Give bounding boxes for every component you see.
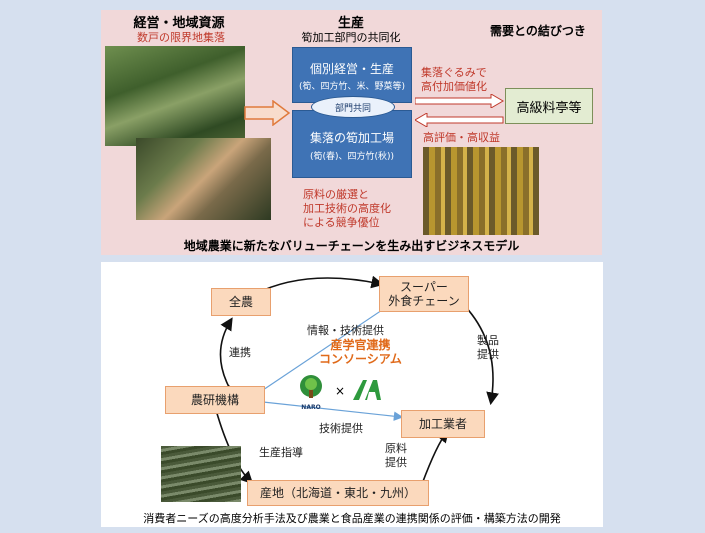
individual-management-box: 個別経営・生産 (筍、四方竹、米、野菜等) <box>292 47 412 103</box>
bottom-caption: 消費者ニーズの高度分析手法及び農業と食品産業の連携関係の評価・構築方法の開発 <box>143 512 561 525</box>
processing-plant-title: 集落の筍加工場 <box>309 131 394 145</box>
label-info-tech: 情報・技術提供 <box>307 324 384 337</box>
value-add-line2: 高付加価値化 <box>421 80 487 93</box>
arrow-left-icon <box>415 113 504 127</box>
top-caption: 地域農業に新たなバリューチェーンを生み出すビジネスモデル <box>183 239 520 253</box>
label-raw-line2: 提供 <box>385 456 407 469</box>
processing-plant-sub: (筍(春)、四方竹(秋)) <box>309 152 395 162</box>
competitive-line1: 原料の厳選と <box>303 188 369 201</box>
center-subtitle: 筍加工部門の共同化 <box>301 31 401 44</box>
consortium-label: 産学官連携 コンソーシアム <box>319 338 402 366</box>
node-naro: 農研機構 <box>165 386 265 414</box>
joint-ellipse: 部門共同 <box>311 96 395 118</box>
naro-logo-text: NARO <box>301 404 321 411</box>
value-add-line1: 集落ぐるみで <box>421 66 487 79</box>
high-class-restaurant-box: 高級料亭等 <box>505 88 593 124</box>
naro-logo: NARO <box>297 374 325 411</box>
label-raw-line1: 原料 <box>385 442 407 455</box>
label-product: 製品 提供 <box>477 334 499 362</box>
left-title: 経営・地域資源 <box>133 16 225 31</box>
node-supermarket: スーパー 外食チェーン <box>379 276 469 312</box>
ja-logo-icon <box>353 380 381 400</box>
label-product-line2: 提供 <box>477 348 499 361</box>
business-model-panel: 経営・地域資源 数戸の限界地集落 生産 筍加工部門の共同化 需要との結びつき 個… <box>101 10 602 255</box>
arrow-right-icon <box>415 94 504 108</box>
processing-photo <box>423 147 539 235</box>
left-subtitle: 数戸の限界地集落 <box>137 31 225 44</box>
consortium-panel: 全農 スーパー 外食チェーン 農研機構 加工業者 産地（北海道・東北・九州） 情… <box>101 262 603 527</box>
processing-plant-box: 集落の筍加工場 (筍(春)、四方竹(秋)) <box>292 110 412 178</box>
times-symbol: × <box>335 384 346 398</box>
label-production-guidance: 生産指導 <box>259 446 303 459</box>
node-zennou: 全農 <box>211 288 271 316</box>
node-production-area: 産地（北海道・東北・九州） <box>247 480 429 506</box>
naro-tree-icon <box>300 375 322 398</box>
individual-management-title: 個別経営・生産 <box>309 62 394 76</box>
arrow-to-production-icon <box>244 100 291 126</box>
farm-field-photo <box>161 446 241 502</box>
center-title: 生産 <box>337 16 364 31</box>
label-raw-material: 原料 提供 <box>385 442 407 470</box>
bamboo-forest-photo <box>105 46 245 146</box>
value-add-label: 集落ぐるみで 高付加価値化 <box>421 66 506 94</box>
consortium-line1: 産学官連携 <box>330 338 391 352</box>
competitive-line2: 加工技術の高度化 <box>303 202 391 215</box>
bamboo-shoot-photo <box>136 138 271 220</box>
right-title: 需要との結びつき <box>490 24 586 38</box>
label-product-line1: 製品 <box>477 334 499 347</box>
label-tech-provision: 技術提供 <box>319 422 363 435</box>
competitive-line3: による競争優位 <box>303 216 380 229</box>
individual-management-sub: (筍、四方竹、米、野菜等) <box>298 82 406 92</box>
high-evaluation-label: 高評価・高収益 <box>423 131 500 144</box>
competitive-advantage-text: 原料の厳選と 加工技術の高度化 による競争優位 <box>303 188 423 230</box>
consortium-line2: コンソーシアム <box>319 352 402 366</box>
label-renkei: 連携 <box>229 346 251 359</box>
node-processor: 加工業者 <box>401 410 485 438</box>
